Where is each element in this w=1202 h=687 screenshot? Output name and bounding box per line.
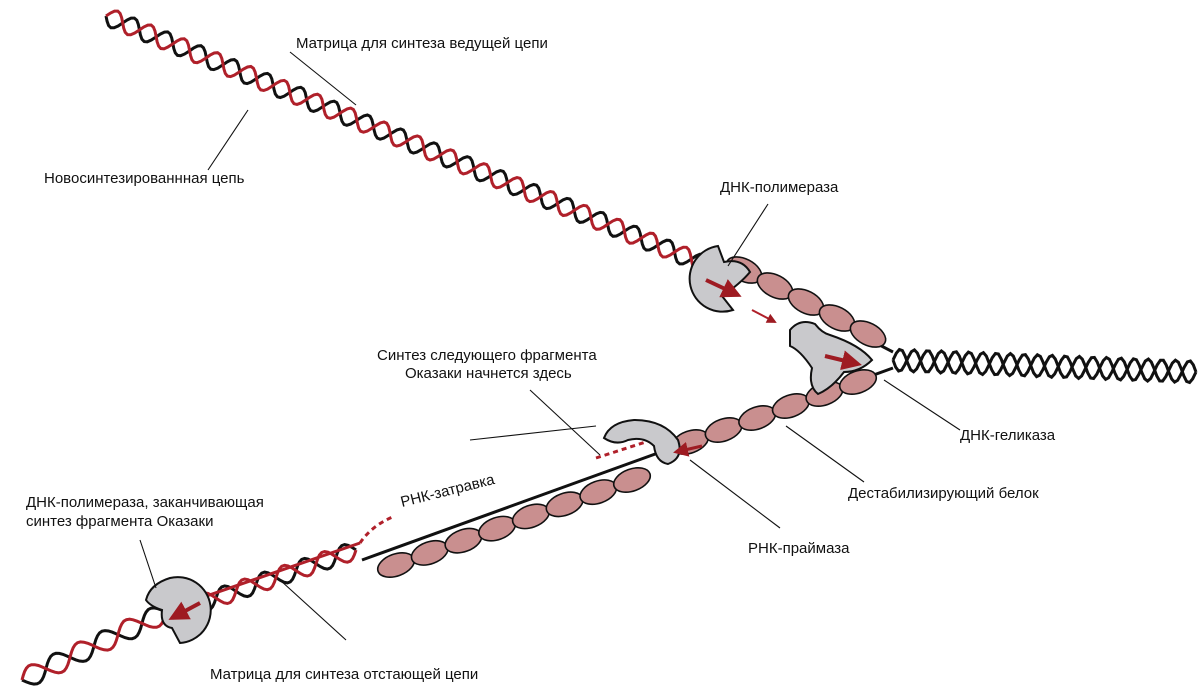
lagging-strand-helix-mid (196, 545, 356, 611)
label-next-fragment-1: Синтез следующего фрагмента (377, 347, 597, 364)
label-destabilizing-protein: Дестабилизирующий белок (848, 485, 1039, 502)
label-lagging-template: Матрица для синтеза отстающей цепи (210, 666, 478, 683)
label-helicase: ДНК-геликаза (960, 427, 1056, 444)
label-rna-primer: РНК-затравка (399, 471, 497, 511)
okazaki-primer-dashed (360, 516, 395, 543)
label-polymerase-finishing-2: синтез фрагмента Оказаки (26, 513, 213, 530)
destabilizing-proteins (374, 252, 890, 582)
label-polymerase-finishing-1: ДНК-полимераза, заканчивающая (26, 494, 264, 511)
label-dna-polymerase: ДНК-полимераза (720, 179, 839, 196)
label-leading-template: Матрица для синтеза ведущей цепи (296, 35, 548, 52)
next-primer-dashed (596, 440, 652, 458)
label-new-strand: Новосинтезированнная цепь (44, 170, 245, 187)
lagging-strand-helix-mid-strand-b (196, 550, 356, 605)
ssb-protein-oval (702, 413, 745, 447)
parental-dna-helix (893, 350, 1196, 383)
label-rna-primase: РНК-праймаза (748, 540, 850, 557)
ssb-protein-oval (769, 389, 812, 423)
lagging-strand-helix-strand-b (22, 612, 166, 680)
ssb-protein-oval (736, 401, 779, 435)
label-next-fragment-2: Оказаки начнется здесь (405, 365, 572, 382)
lagging-strand-helix (22, 608, 166, 684)
